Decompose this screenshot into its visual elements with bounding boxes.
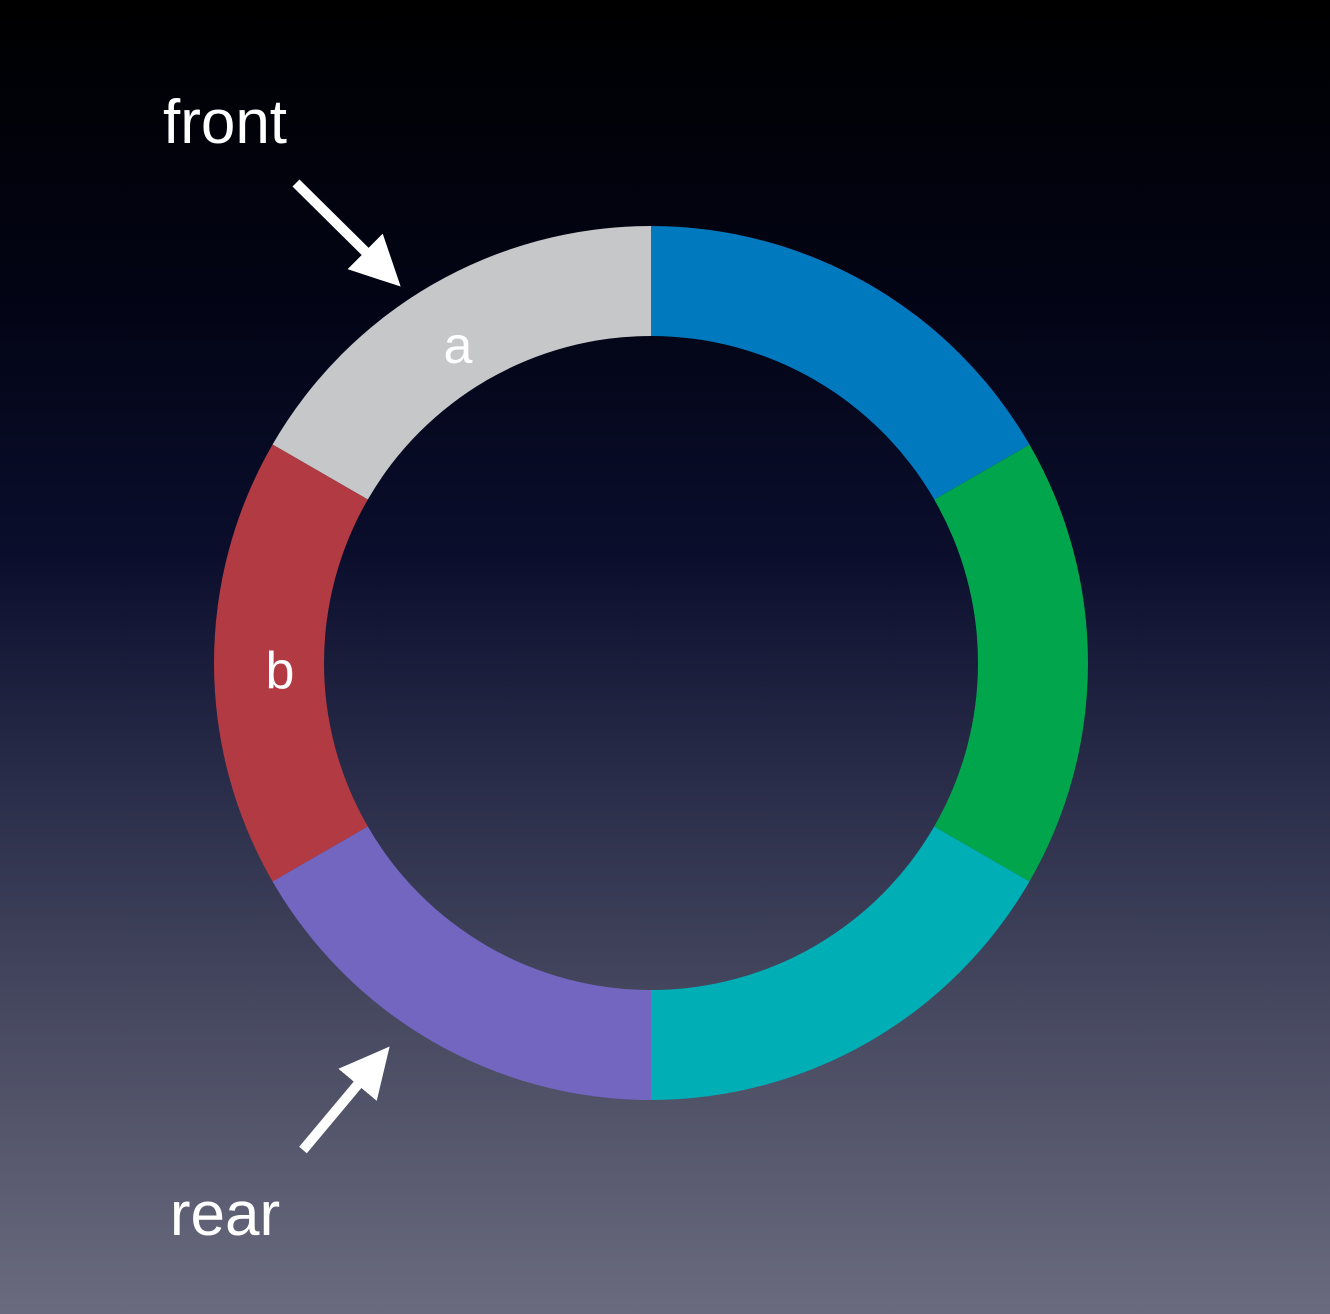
rear-label: rear bbox=[170, 1180, 280, 1249]
ring-segment-b bbox=[214, 444, 368, 882]
ring-segment-slot-3 bbox=[272, 826, 651, 1100]
front-arrow bbox=[292, 179, 401, 287]
front-label: front bbox=[163, 88, 287, 157]
segment-b-label: b bbox=[266, 642, 295, 700]
ring-segment-slot-6 bbox=[651, 226, 1030, 500]
ring-segment-slot-5 bbox=[934, 444, 1088, 882]
segment-a-label: a bbox=[444, 317, 473, 375]
ring-buffer bbox=[214, 226, 1088, 1100]
rear-arrow bbox=[299, 1046, 390, 1154]
ring-segment-slot-4 bbox=[651, 826, 1030, 1100]
ring-segment-a bbox=[272, 226, 651, 500]
